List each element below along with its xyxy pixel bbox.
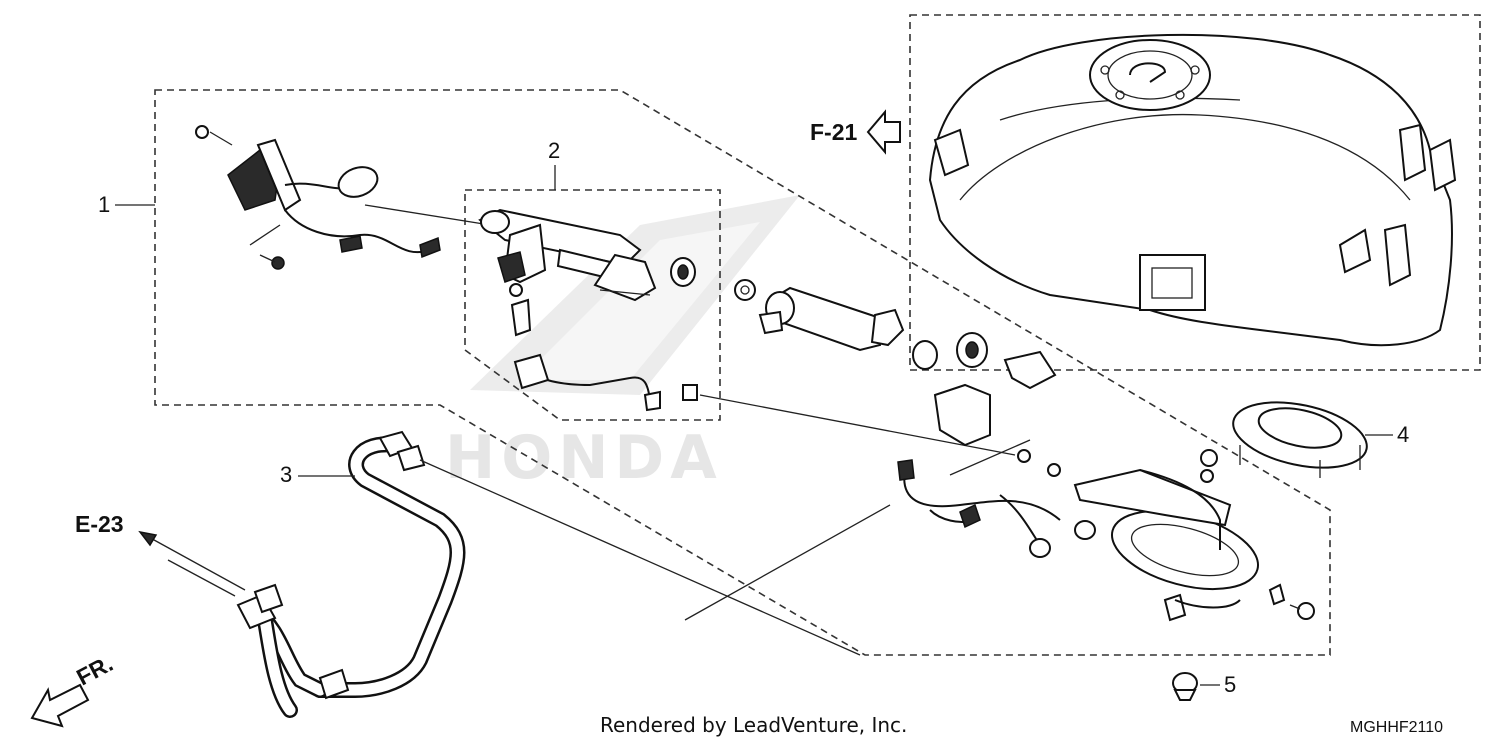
front-label: FR. <box>72 650 117 690</box>
pump-base-plate[interactable] <box>897 449 1315 622</box>
fuel-tank-box <box>909 14 1481 371</box>
callout-1[interactable]: 1 <box>98 192 155 217</box>
arrow-left-icon <box>866 109 901 155</box>
callout-5[interactable]: 5 <box>1200 672 1236 697</box>
fuel-pump[interactable] <box>734 279 1057 447</box>
ref-e23[interactable]: E-23 <box>75 511 246 597</box>
callout-5-number: 5 <box>1224 672 1236 697</box>
fuel-level-sensor[interactable] <box>195 125 441 270</box>
callout-4[interactable]: 4 <box>1365 422 1409 447</box>
tank-gasket[interactable] <box>1227 392 1373 479</box>
clip[interactable] <box>1172 672 1198 701</box>
group-1-box <box>154 89 1331 656</box>
front-direction: FR. <box>30 650 117 728</box>
render-credit: Rendered by LeadVenture, Inc. <box>600 713 907 737</box>
diagram-code: MGHHF2110 <box>1350 719 1443 736</box>
callout-3[interactable]: 3 <box>280 462 355 487</box>
arrow-up-left-icon <box>144 534 246 591</box>
leader-2-base <box>684 504 891 621</box>
fuel-hose[interactable] <box>236 430 466 718</box>
leader-2-pump <box>949 439 1031 476</box>
watermark-text: HONDA <box>445 423 723 493</box>
callout-2-number: 2 <box>548 138 560 163</box>
leader-3-base <box>419 459 861 656</box>
callout-2[interactable]: 2 <box>548 138 560 190</box>
front-arrow-icon <box>30 683 90 728</box>
fuel-tank[interactable] <box>928 33 1457 347</box>
ref-f21[interactable]: F-21 <box>810 109 901 155</box>
fuel-filter-assembly[interactable] <box>364 204 1016 456</box>
callout-1-number: 1 <box>98 192 110 217</box>
callout-4-number: 4 <box>1397 422 1409 447</box>
group-2-box <box>464 189 721 421</box>
callout-3-number: 3 <box>280 462 292 487</box>
ref-e23-label: E-23 <box>75 511 124 537</box>
ref-f21-label: F-21 <box>810 119 858 145</box>
